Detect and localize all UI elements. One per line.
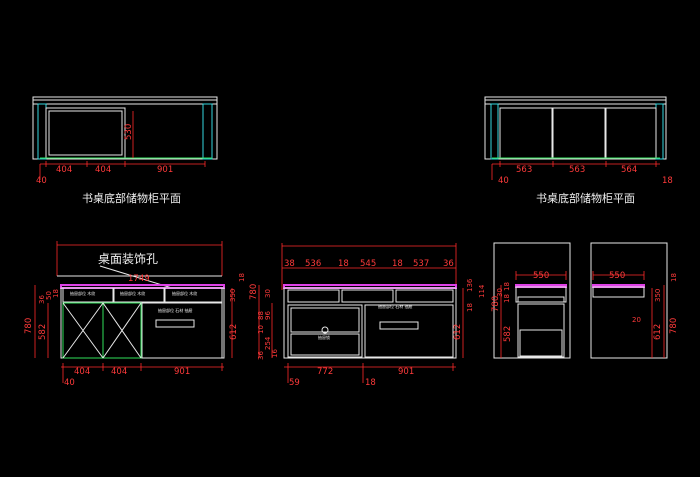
- hole-note: 桌面装饰孔: [98, 252, 158, 266]
- plan-right-dim-end: 18: [662, 176, 673, 186]
- side-b-height: 780: [669, 318, 679, 334]
- elev-b-top-dim-4: 545: [360, 259, 376, 269]
- plan-right-dim-offset: 40: [498, 176, 509, 186]
- elev-a-dim-350: 350: [229, 289, 237, 302]
- side-view-a: 550 780 582 30 18 18: [491, 242, 571, 359]
- elev-a-right-height: 612: [229, 324, 239, 340]
- plan-view-right: 563 563 564 40 18 书桌底部储物柜平面: [484, 96, 673, 205]
- elev-a-bottom-dim-2: 404: [111, 367, 127, 377]
- elev-b-dim-18: 18: [466, 303, 474, 312]
- side-b-depth: 550: [609, 271, 625, 281]
- elev-b-top-dim-7: 36: [443, 259, 454, 269]
- elev-b-top-dim-6: 537: [413, 259, 429, 269]
- elev-b-dim-88: 88: [257, 311, 265, 320]
- elev-a-dim-50: 50: [45, 291, 53, 300]
- front-elevation-a: 桌面装饰孔 1749 抽屉部位 木纹 抽屉部位 木纹 抽屉部位 木纹 抽屉部位 …: [24, 241, 246, 388]
- elev-b-right-height: 612: [453, 324, 463, 340]
- elev-b-bottom-dim-2: 901: [398, 367, 414, 377]
- elev-b-dim-254: 254: [264, 336, 272, 350]
- plan-left-dim-2: 404: [95, 165, 111, 175]
- elev-a-drawer-note-1: 抽屉部位 木纹: [70, 290, 95, 296]
- elev-b-dim-96: 96: [264, 311, 272, 320]
- elev-b-top-dim-1: 38: [284, 259, 295, 269]
- elev-a-drawer-note-2: 抽屉部位 木纹: [120, 290, 145, 296]
- front-elevation-b: 38 536 18 545 18 537 36 抽屉锁 抽屉部位 石材 抽屉 7…: [249, 243, 486, 388]
- elev-b-lock-note: 抽屉锁: [318, 334, 330, 340]
- side-a-depth: 550: [533, 271, 549, 281]
- side-a-height: 780: [491, 296, 501, 312]
- side-a-dim-18-b: 18: [503, 294, 511, 303]
- side-a-dim-18-a: 18: [503, 282, 511, 291]
- elev-a-dim-18-left: 18: [52, 289, 60, 298]
- plan-left-dim-offset: 40: [36, 176, 47, 186]
- elev-b-top-dim-2: 536: [305, 259, 321, 269]
- elev-b-panel-note: 抽屉部位 石材 抽屉: [378, 303, 413, 309]
- plan-right-caption: 书桌底部储物柜平面: [536, 191, 635, 205]
- elev-a-height: 780: [24, 318, 34, 334]
- elev-b-bottom-dim-4: 18: [365, 378, 376, 388]
- plan-right-dim-2: 563: [569, 165, 585, 175]
- elev-b-dim-114: 114: [478, 284, 486, 298]
- elev-b-dim-30: 30: [264, 289, 272, 298]
- plan-view-left: 404 404 901 530 40 书桌底部储物柜平面: [32, 96, 218, 205]
- side-a-dim-30: 30: [496, 288, 504, 297]
- plan-left-dim-1: 404: [56, 165, 72, 175]
- elev-b-dim-136: 136: [466, 278, 474, 292]
- side-a-lower: 582: [503, 326, 513, 342]
- elev-b-dim-16: 16: [271, 349, 279, 358]
- elev-b-bottom-dim-3: 59: [289, 378, 300, 388]
- side-b-dim-18: 18: [670, 273, 678, 282]
- elev-b-top-dim-5: 18: [392, 259, 403, 269]
- elev-b-dim-36: 36: [257, 351, 265, 360]
- plan-left-caption: 书桌底部储物柜平面: [82, 191, 181, 205]
- side-b-dim-350: 350: [654, 289, 662, 302]
- elev-a-drawer-note-3: 抽屉部位 木纹: [172, 290, 197, 296]
- elev-a-total-width: 1749: [128, 274, 150, 284]
- plan-right-dim-1: 563: [516, 165, 532, 175]
- plan-right-dim-3: 564: [621, 165, 637, 175]
- elev-a-bottom-dim-3: 901: [174, 367, 190, 377]
- side-b-dim-20: 20: [632, 316, 641, 324]
- elev-a-panel-note: 抽屉部位 石材 抽屉: [158, 307, 193, 313]
- elev-a-dim-36: 36: [38, 295, 46, 304]
- elev-a-bottom-dim-1: 404: [74, 367, 90, 377]
- side-view-b: 550 780 612 350 20 18: [590, 242, 679, 359]
- elev-b-top-dim-3: 18: [338, 259, 349, 269]
- elev-a-dim-18-right: 18: [238, 273, 246, 282]
- elev-a-lower-height: 582: [38, 324, 48, 340]
- elev-b-bottom-dim-1: 772: [317, 367, 333, 377]
- elev-a-bottom-dim-4: 40: [64, 378, 75, 388]
- side-b-lower: 612: [653, 324, 663, 340]
- elev-b-dim-10: 10: [257, 325, 265, 334]
- plan-left-dim-3: 901: [157, 165, 173, 175]
- elev-b-height: 780: [249, 284, 259, 300]
- plan-left-dim-height: 530: [124, 124, 134, 140]
